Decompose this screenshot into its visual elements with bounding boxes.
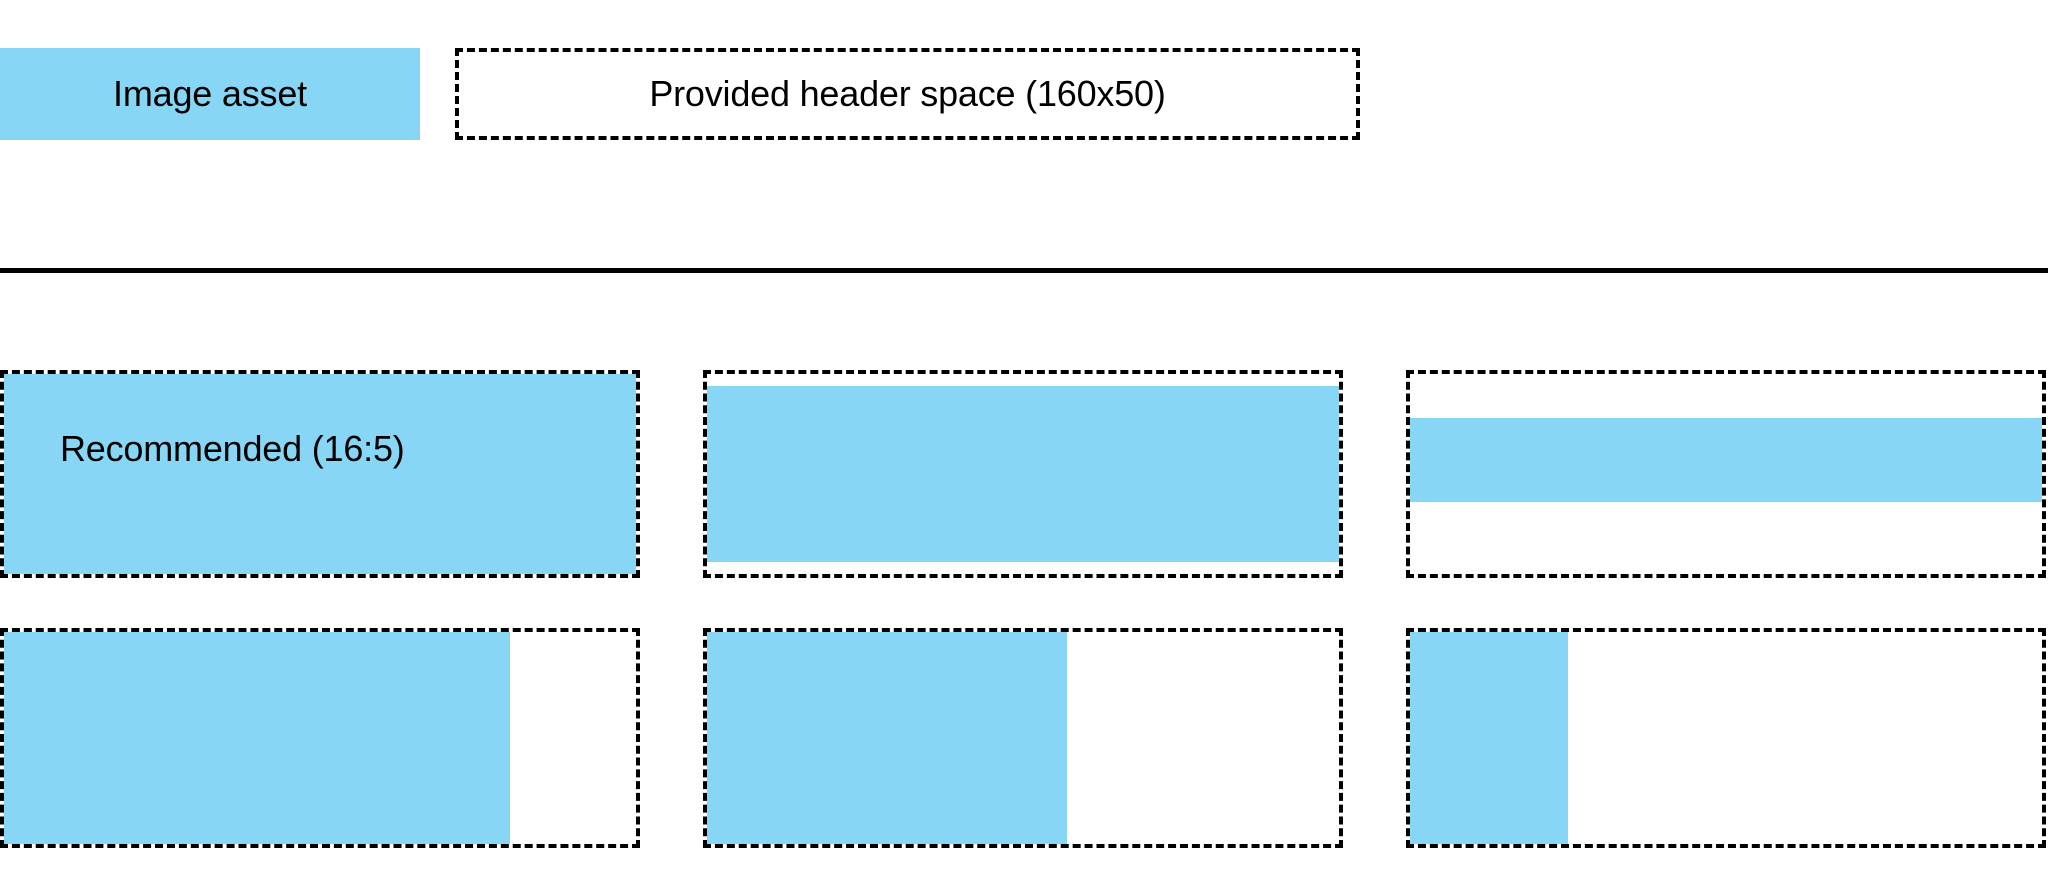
example-row-2: [0, 628, 2048, 848]
legend-spacer: [420, 48, 455, 140]
slot-partial-width-narrow: [1406, 628, 2046, 848]
image-asset-fill: [4, 374, 636, 574]
legend-image-asset-label: Image asset: [113, 73, 307, 114]
image-asset-fill: [4, 632, 510, 844]
section-divider: [0, 268, 2048, 273]
image-asset-fill: [1410, 418, 2042, 502]
slot-partial-width-medium: [703, 628, 1343, 848]
legend-header-space-box: Provided header space (160x50): [455, 48, 1360, 140]
image-asset-fill: [707, 386, 1339, 562]
slot-letterboxed-short: [1406, 370, 2046, 578]
legend-header-space-label: Provided header space (160x50): [649, 73, 1166, 114]
example-row-1: Recommended (16:5): [0, 370, 2048, 578]
legend-image-asset-swatch: Image asset: [0, 48, 420, 140]
legend: Image asset Provided header space (160x5…: [0, 48, 1360, 140]
slot-recommended-16x5: Recommended (16:5): [0, 370, 640, 578]
slot-inset-vertical: [703, 370, 1343, 578]
image-asset-fill: [707, 632, 1068, 844]
slot-partial-width-wide: [0, 628, 640, 848]
example-grid: Recommended (16:5): [0, 370, 2048, 848]
image-asset-fill: [1410, 632, 1568, 844]
slot-recommended-label: Recommended (16:5): [60, 428, 405, 469]
